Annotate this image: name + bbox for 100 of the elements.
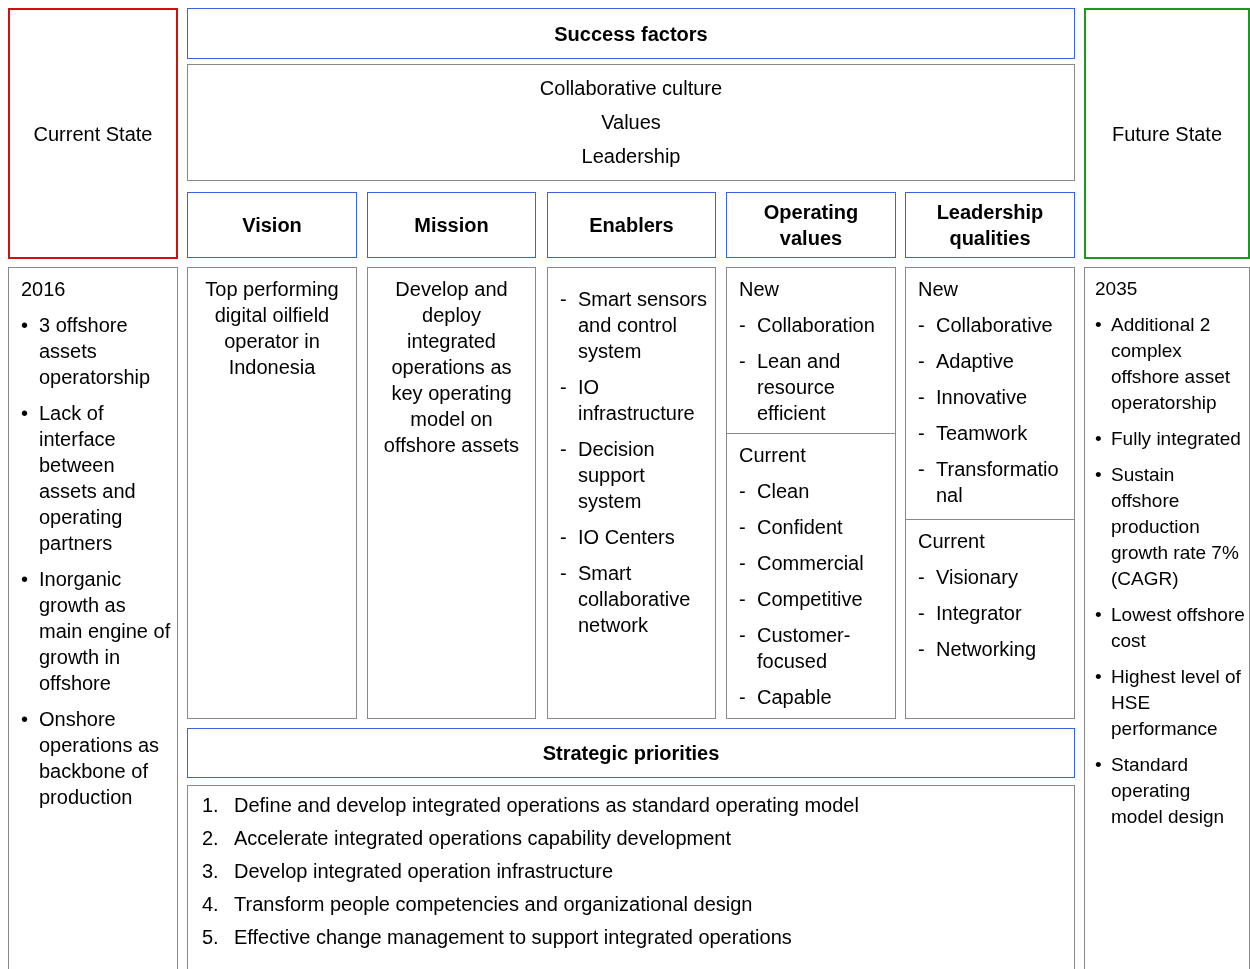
list-marker: • — [21, 707, 29, 732]
list-marker: - — [918, 565, 926, 590]
list-item: Integrator — [936, 601, 1023, 626]
list-item: Commercial — [757, 551, 865, 576]
list-marker: - — [739, 479, 747, 504]
list-marker: - — [918, 637, 926, 662]
list-marker: • — [1095, 665, 1103, 689]
list-item: Innovative — [936, 385, 1029, 410]
list-item: Decision support system — [578, 437, 656, 514]
list-marker: - — [739, 685, 747, 710]
list-heading: Current — [739, 443, 807, 468]
list-marker: - — [739, 587, 747, 612]
list-marker: - — [918, 349, 926, 374]
list-marker: - — [739, 551, 747, 576]
column-header: Mission — [367, 192, 536, 258]
list-heading: 2035 — [1095, 277, 1139, 301]
list-marker: • — [21, 567, 29, 592]
list-marker: • — [1095, 463, 1103, 487]
list-item: Customer-focused — [757, 623, 852, 674]
list-marker: 4. — [202, 893, 220, 916]
column-panel — [8, 267, 178, 969]
list-item: Develop integrated operation infrastructure — [234, 860, 615, 883]
list-item: Networking — [936, 637, 1038, 662]
list-item: Smart sensors and control system — [578, 287, 708, 364]
list-marker: - — [560, 525, 568, 550]
list-item: Adaptive — [936, 349, 1015, 374]
priorities-panel — [187, 785, 1075, 969]
column-panel — [905, 519, 1075, 719]
list-item: Sustain offshore production growth rate 7% (CAGR) — [1111, 463, 1240, 591]
list-heading: New — [918, 277, 959, 302]
list-item: Teamwork — [936, 421, 1029, 446]
column-header: Enablers — [547, 192, 716, 258]
column-panel — [1084, 267, 1250, 969]
column-panel — [905, 267, 1075, 520]
list-item: Lack of interface between assets and operating partners — [39, 401, 137, 556]
list-item: Clean — [757, 479, 811, 504]
list-marker: 3. — [202, 860, 220, 883]
list-marker: - — [739, 313, 747, 338]
list-item: Collaboration — [757, 313, 876, 338]
column-panel — [726, 433, 896, 719]
list-item: 3 offshore assets operatorship — [39, 313, 152, 390]
column-panel: Top performing digital oilfield operator in Indonesia — [187, 267, 357, 719]
list-marker: • — [1095, 753, 1103, 777]
list-item: Fully integrated — [1111, 427, 1242, 451]
column-header: Operating values — [726, 192, 896, 258]
list-marker: • — [21, 401, 29, 426]
list-marker: - — [918, 601, 926, 626]
list-heading: Current — [918, 529, 986, 554]
section-header: Success factors — [187, 8, 1075, 59]
list-item: Define and develop integrated operations as standard operating model — [234, 794, 860, 817]
list-item: IO infrastructure — [578, 375, 696, 426]
list-marker: - — [739, 349, 747, 374]
column-header: Leadership qualities — [905, 192, 1075, 258]
list-item: Confident — [757, 515, 844, 540]
list-marker: - — [918, 313, 926, 338]
list-marker: - — [739, 515, 747, 540]
list-marker: - — [918, 457, 926, 482]
list-marker: 5. — [202, 926, 220, 949]
list-marker: - — [560, 561, 568, 586]
list-marker: • — [1095, 313, 1103, 337]
list-item: Standard operating model design — [1111, 753, 1226, 829]
list-marker: 1. — [202, 794, 220, 817]
column-panel: Develop and deploy integrated operations as key operating model on offshore assets — [367, 267, 536, 719]
list-item: Collaborative — [936, 313, 1054, 338]
list-marker: • — [21, 313, 29, 338]
list-item: Smart collaborative network — [578, 561, 692, 638]
list-marker: - — [560, 375, 568, 400]
list-item: Lowest offshore cost — [1111, 603, 1246, 653]
list-marker: 2. — [202, 827, 220, 850]
list-item: Capable — [757, 685, 833, 710]
section-header: Strategic priorities — [187, 728, 1075, 778]
list-item: Effective change management to support integrated operations — [234, 926, 793, 949]
column-panel — [726, 267, 896, 434]
list-item: IO Centers — [578, 525, 676, 550]
list-marker: - — [739, 623, 747, 648]
column-panel — [547, 267, 716, 719]
list-marker: - — [918, 385, 926, 410]
list-marker: • — [1095, 427, 1103, 451]
state-box: Future State — [1084, 8, 1250, 259]
text-line: Collaborative culture — [539, 77, 723, 100]
list-item: Onshore operations as backbone of production — [39, 707, 161, 810]
list-item: Competitive — [757, 587, 864, 612]
list-item: Inorganic growth as main engine of growth in offshore — [39, 567, 171, 696]
text-line: Values — [601, 111, 661, 134]
list-item: Accelerate integrated operations capability development — [234, 827, 732, 850]
list-marker: - — [560, 437, 568, 462]
list-item: Highest level of HSE performance — [1111, 665, 1242, 741]
factors-box — [187, 64, 1075, 181]
column-header: Vision — [187, 192, 357, 258]
list-marker: - — [918, 421, 926, 446]
list-marker: • — [1095, 603, 1103, 627]
list-item: Transformational — [936, 457, 1060, 508]
state-box: Current State — [8, 8, 178, 259]
list-item: Additional 2 complex offshore asset operatorship — [1111, 313, 1231, 415]
text-line: Leadership — [581, 145, 681, 168]
list-marker: - — [560, 287, 568, 312]
list-heading: New — [739, 277, 780, 302]
list-heading: 2016 — [21, 277, 67, 302]
list-item: Transform people competencies and organizational design — [234, 893, 754, 916]
list-item: Visionary — [936, 565, 1019, 590]
